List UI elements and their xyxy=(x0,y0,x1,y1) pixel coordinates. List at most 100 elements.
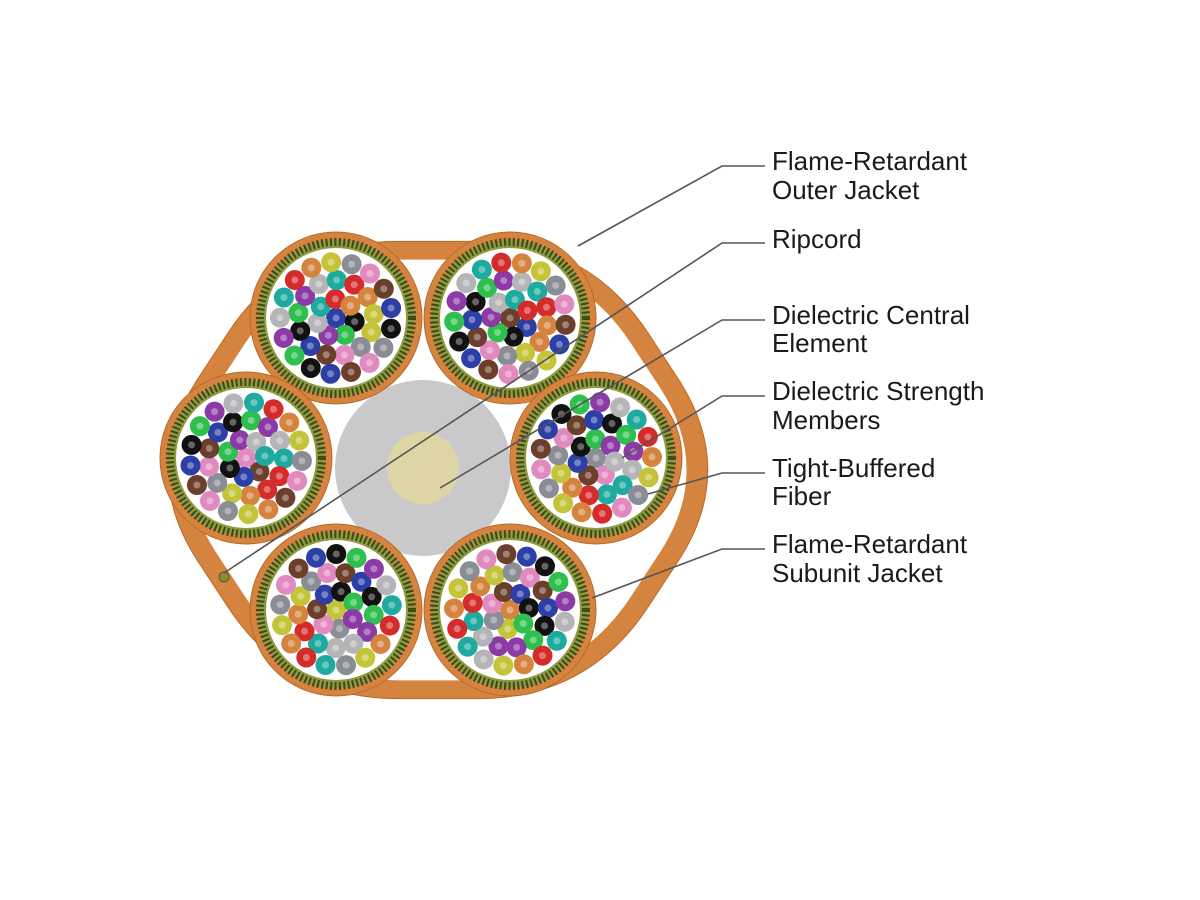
fiber-core xyxy=(484,366,492,374)
fiber-core xyxy=(229,418,237,426)
fiber-core xyxy=(327,258,335,266)
tight-buffered-fiber xyxy=(641,446,662,467)
fiber-buffer xyxy=(604,451,625,472)
fiber-core xyxy=(206,497,214,505)
fiber-core xyxy=(561,618,569,626)
fiber-buffer xyxy=(263,399,284,420)
tight-buffered-fiber xyxy=(545,275,566,296)
fiber-core xyxy=(357,578,365,586)
tight-buffered-fiber xyxy=(357,286,378,307)
fiber-core xyxy=(349,640,357,648)
fiber-buffer xyxy=(527,281,548,302)
fiber-buffer xyxy=(291,450,312,471)
fiber-core xyxy=(497,259,505,267)
fiber-core xyxy=(480,655,488,663)
fiber-core xyxy=(364,293,372,301)
tight-buffered-fiber xyxy=(207,472,228,493)
fiber-core xyxy=(628,466,636,474)
fiber-core xyxy=(577,443,585,451)
tight-buffered-fiber xyxy=(546,630,567,651)
tight-buffered-fiber xyxy=(534,615,555,636)
fiber-buffer xyxy=(273,287,294,308)
fiber-core xyxy=(523,553,531,561)
fiber-core xyxy=(521,349,529,357)
tight-buffered-fiber xyxy=(355,647,376,668)
fiber-core xyxy=(335,625,343,633)
fiber-buffer xyxy=(496,544,517,565)
fiber-buffer xyxy=(288,604,309,625)
fiber-buffer xyxy=(326,544,347,565)
fiber-buffer xyxy=(290,586,311,607)
tight-buffered-fiber xyxy=(334,345,355,366)
label-central-element: Dielectric Central Element xyxy=(772,300,977,358)
fiber-buffer xyxy=(180,455,201,476)
fiber-buffer xyxy=(534,615,555,636)
tight-buffered-fiber xyxy=(585,429,606,450)
tight-buffered-fiber xyxy=(290,586,311,607)
fiber-buffer xyxy=(219,458,240,479)
fiber-buffer xyxy=(315,655,336,676)
fiber-core xyxy=(541,622,549,630)
fiber-core xyxy=(616,403,624,411)
fiber-buffer xyxy=(551,463,572,484)
fiber-buffer xyxy=(300,335,321,356)
fiber-core xyxy=(504,370,512,378)
tight-buffered-fiber xyxy=(272,615,293,636)
tight-buffered-fiber xyxy=(516,546,537,567)
tight-buffered-fiber xyxy=(446,291,467,312)
subunit xyxy=(423,231,597,405)
tight-buffered-fiber xyxy=(317,563,338,584)
fiber-core xyxy=(469,599,477,607)
tight-buffered-fiber xyxy=(326,600,346,620)
tight-buffered-fiber xyxy=(300,357,321,378)
fiber-buffer xyxy=(357,621,378,642)
tight-buffered-fiber xyxy=(307,312,328,333)
tight-buffered-fiber xyxy=(359,263,380,284)
fiber-core xyxy=(331,295,339,303)
fiber-core xyxy=(228,489,236,497)
fiber-buffer xyxy=(530,438,551,459)
fiber-buffer xyxy=(249,461,270,482)
fiber-core xyxy=(250,399,258,407)
fiber-buffer xyxy=(223,412,244,433)
fiber-core xyxy=(648,453,656,461)
tight-buffered-fiber xyxy=(612,475,633,496)
fiber-core xyxy=(618,504,626,512)
fiber-core xyxy=(506,606,514,614)
tight-buffered-fiber xyxy=(320,363,341,384)
fiber-core xyxy=(280,455,288,463)
tight-buffered-fiber xyxy=(500,308,520,328)
fiber-core xyxy=(252,438,260,446)
fiber-buffer xyxy=(295,285,316,306)
fiber-core xyxy=(488,600,496,608)
fiber-core xyxy=(366,270,374,278)
fiber-buffer xyxy=(537,597,558,618)
tight-buffered-fiber xyxy=(326,308,346,328)
tight-buffered-fiber xyxy=(548,445,569,466)
tight-buffered-fiber xyxy=(461,348,482,369)
fiber-buffer xyxy=(626,409,647,430)
tight-buffered-fiber xyxy=(254,445,275,466)
fiber-core xyxy=(278,621,286,629)
tight-buffered-fiber xyxy=(281,633,302,654)
tight-buffered-fiber xyxy=(301,571,322,592)
tight-buffered-fiber xyxy=(270,594,291,615)
tight-buffered-fiber xyxy=(288,302,309,323)
fiber-core xyxy=(281,494,289,502)
subunit xyxy=(159,371,333,545)
fiber-buffer xyxy=(470,576,491,597)
callout-labels: Flame-Retardant Outer Jacket Ripcord Die… xyxy=(772,146,984,588)
fiber-core xyxy=(294,564,302,572)
fiber-buffer xyxy=(301,257,322,278)
fiber-buffer xyxy=(467,327,488,348)
tight-buffered-fiber xyxy=(222,483,243,504)
tight-buffered-fiber xyxy=(534,556,555,577)
leader-central-element xyxy=(439,319,765,489)
fiber-core xyxy=(263,486,271,494)
fiber-core xyxy=(486,346,494,354)
fiber-core xyxy=(264,505,272,513)
fiber-buffer xyxy=(448,578,469,599)
fiber-buffer xyxy=(336,655,357,676)
tight-buffered-fiber xyxy=(379,615,400,636)
leader-ripcord xyxy=(223,242,765,574)
